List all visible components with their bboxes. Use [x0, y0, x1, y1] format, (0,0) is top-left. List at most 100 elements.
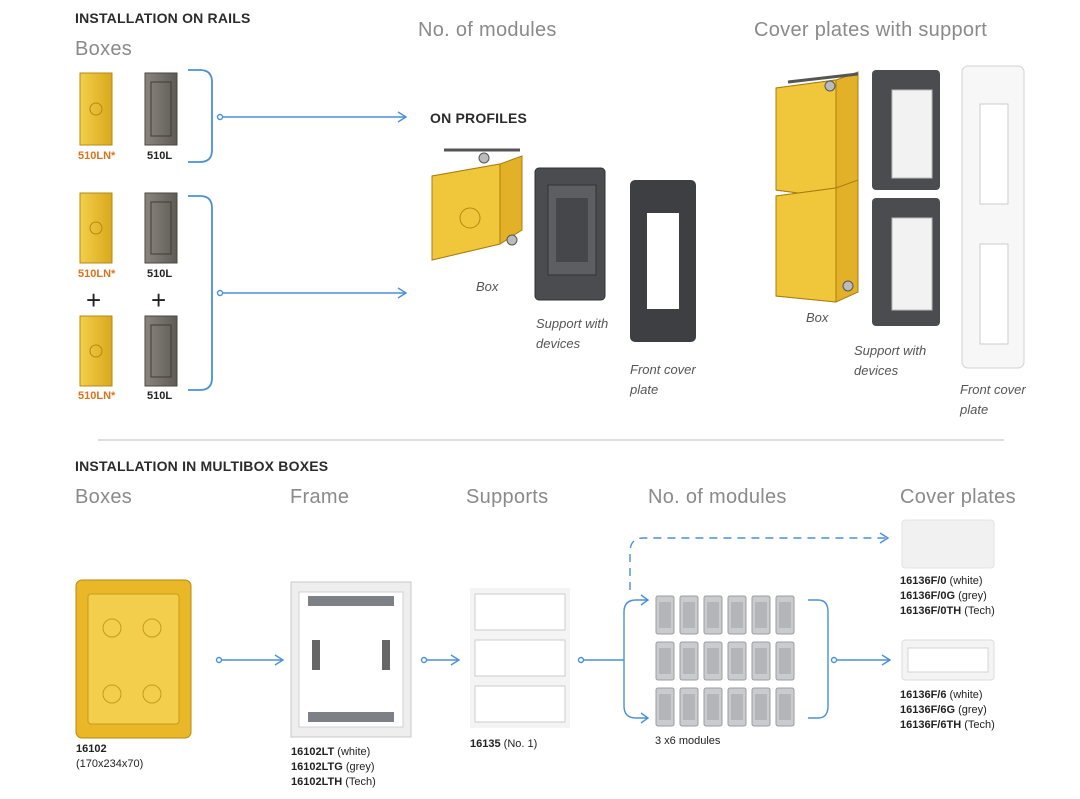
box-510ln-2 — [79, 192, 113, 264]
cover-note: (grey) — [958, 590, 987, 602]
multibox-section-title: INSTALLATION IN MULTIBOX BOXES — [75, 458, 329, 474]
module-tile-face — [683, 694, 695, 720]
box-510ln-1 — [79, 72, 113, 146]
modules-label: 3 x6 modules — [655, 735, 721, 747]
caption-front-right: Front cover plate — [960, 382, 1026, 417]
box-510ln-3 — [79, 315, 113, 387]
cover-bottom-codes: 16136F/6 (white) 16136F/6G (grey) 16136F… — [900, 688, 995, 733]
code-510l-3: 510L — [147, 390, 173, 402]
caption-support-right: Support with devices — [854, 343, 927, 378]
cover-code: 16136F/6G — [900, 704, 956, 716]
cover-code: 16136F/6 — [900, 689, 947, 701]
frame-note: (grey) — [345, 761, 375, 773]
cover-plate-top — [901, 519, 995, 569]
arrow-rails-bottom — [216, 287, 408, 299]
cover-code-row: 16136F/0G (grey) — [900, 589, 995, 604]
cover-plate-bottom — [901, 639, 995, 681]
module-tile-face — [779, 648, 791, 674]
code-510ln-1: 510LN* — [78, 150, 116, 162]
modules-grid — [655, 595, 795, 727]
support-label: 16135 (No. 1) — [470, 737, 537, 752]
module-tile-face — [731, 648, 743, 674]
box-510l-1 — [144, 72, 178, 146]
rails-boxes-heading: Boxes — [75, 38, 133, 60]
frame-note: (white) — [337, 746, 371, 758]
cover-code-row: 16136F/6TH (Tech) — [900, 718, 995, 733]
module-tile-face — [755, 602, 767, 628]
module-tile-face — [779, 694, 791, 720]
cover-code-row: 16136F/6G (grey) — [900, 703, 995, 718]
frame-code-row: 16102LTG (grey) — [291, 760, 376, 775]
module-tile-face — [683, 648, 695, 674]
support-code: 16135 — [470, 738, 501, 750]
multibox-head-supports: Supports — [466, 486, 549, 508]
cover-code: 16136F/0 — [900, 575, 947, 587]
support-note: (No. 1) — [503, 738, 538, 750]
profile-front-plate — [630, 180, 696, 342]
bracket-top — [188, 69, 213, 163]
frame-codes: 16102LT (white) 16102LTG (grey) 16102LTH… — [291, 745, 376, 790]
box-510l-3 — [144, 315, 178, 387]
cover-note: (Tech) — [964, 605, 995, 617]
cover-note: (white) — [949, 689, 983, 701]
frame-code: 16102LTH — [291, 776, 343, 788]
cover-code-row: 16136F/0 (white) — [900, 574, 995, 589]
module-tile-face — [731, 694, 743, 720]
cover-code: 16136F/6TH — [900, 719, 962, 731]
multibox-box-label: 16102 (170x234x70) — [76, 742, 143, 772]
profile-box — [431, 148, 523, 261]
module-tile-face — [755, 694, 767, 720]
code-510l-2: 510L — [147, 268, 173, 280]
multibox-head-cover: Cover plates — [900, 486, 1016, 508]
cover-note: (Tech) — [964, 719, 995, 731]
on-profiles-label: ON PROFILES — [430, 110, 528, 126]
caption-box-left: Box — [476, 279, 499, 294]
module-tile-face — [707, 648, 719, 674]
box-dims: (170x234x70) — [76, 758, 144, 770]
cover-note: (grey) — [958, 704, 987, 716]
frame-code: 16102LT — [291, 746, 335, 758]
rails-modules-heading: No. of modules — [418, 19, 557, 41]
module-tile-face — [707, 602, 719, 628]
cover-code: 16136F/0TH — [900, 605, 962, 617]
module-tile-face — [659, 694, 671, 720]
caption-box-right: Box — [806, 310, 829, 325]
arrow-frame-supports — [420, 654, 461, 666]
cover-note: (white) — [949, 575, 983, 587]
arrow-supports-modules — [577, 594, 650, 724]
multibox-head-modules: No. of modules — [648, 486, 787, 508]
rails-cover-heading: Cover plates with support — [754, 19, 988, 41]
code-510l-1: 510L — [147, 150, 173, 162]
module-tile-face — [779, 602, 791, 628]
plus-sign-1: + — [86, 285, 102, 315]
box-code: 16102 — [76, 743, 107, 755]
code-510ln-2: 510LN* — [78, 268, 116, 280]
caption-support-left: Support with devices — [536, 316, 609, 351]
code-510ln-3: 510LN* — [78, 390, 116, 402]
multibox-box — [75, 579, 192, 739]
multibox-supports — [470, 588, 570, 728]
frame-code: 16102LTG — [291, 761, 343, 773]
multibox-head-frame: Frame — [290, 486, 350, 508]
arrow-box-frame — [215, 654, 285, 666]
arrow-dashed-to-cover-top — [629, 532, 890, 590]
module-tile-face — [755, 648, 767, 674]
bracket-bottom — [188, 195, 213, 391]
frame-note: (Tech) — [345, 776, 376, 788]
arrow-modules-cover-bottom — [808, 599, 892, 719]
frame-code-row: 16102LT (white) — [291, 745, 376, 760]
box-510l-2 — [144, 192, 178, 264]
caption-front-left: Front cover plate — [630, 362, 696, 397]
multibox-frame — [290, 581, 412, 738]
module-tile-face — [731, 602, 743, 628]
cover-box-stack — [775, 71, 859, 303]
profile-support — [534, 167, 606, 301]
rails-section-title: INSTALLATION ON RAILS — [75, 10, 251, 26]
plus-sign-2: + — [151, 285, 167, 315]
module-tile-face — [707, 694, 719, 720]
cover-support-stack — [872, 70, 940, 326]
cover-code: 16136F/0G — [900, 590, 956, 602]
frame-code-row: 16102LTH (Tech) — [291, 775, 376, 790]
module-tile-face — [659, 648, 671, 674]
